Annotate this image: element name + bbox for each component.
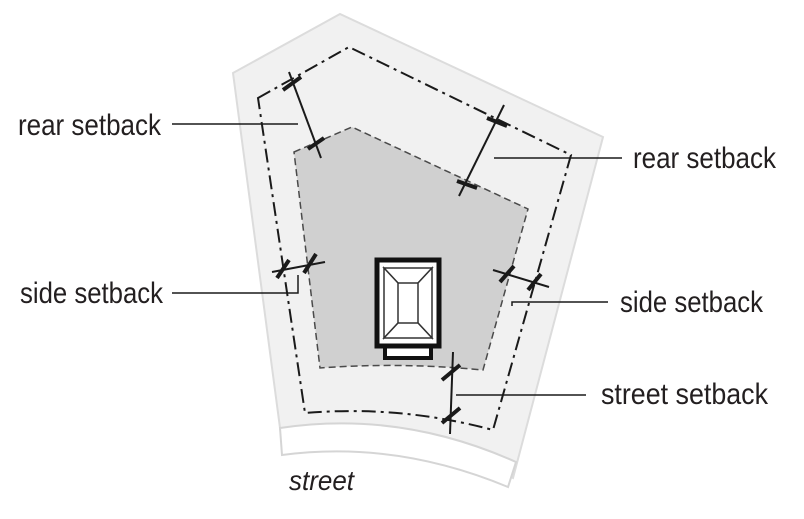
street-setback-label: street setback (601, 378, 769, 411)
side-setback-right-dimension (492, 264, 550, 292)
rear-setback-left-dimension (281, 71, 326, 159)
leader-side-left (172, 275, 299, 294)
side-setback-right-label: side setback (620, 286, 764, 319)
street-setback-dimension (440, 351, 462, 435)
rear-setback-left-label: rear setback (18, 109, 162, 142)
rear-setback-right-label: rear setback (633, 142, 777, 175)
street-curb (278, 422, 518, 489)
house-icon (374, 257, 442, 360)
rear-setback-right-dimension (456, 104, 508, 197)
side-setback-left-dimension (271, 252, 326, 280)
street-label: street (289, 465, 355, 496)
side-setback-left-label: side setback (20, 277, 164, 310)
buildable-area (293, 126, 529, 371)
leader-side-right (511, 301, 608, 306)
